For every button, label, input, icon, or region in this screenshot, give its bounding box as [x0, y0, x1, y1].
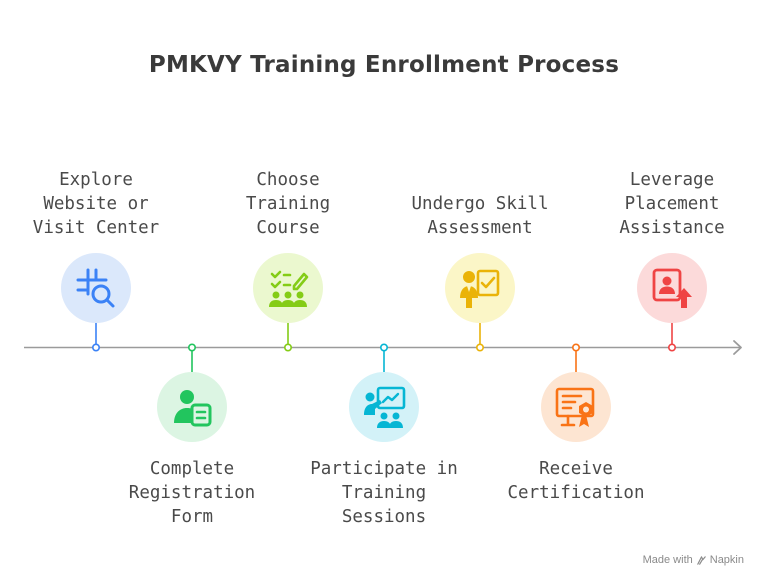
step-5-dot [475, 343, 484, 352]
napkin-logo-icon [696, 555, 706, 565]
step-2-label: Complete Registration Form [128, 459, 256, 527]
step-3-circle [253, 253, 323, 323]
step-6-dot [571, 343, 580, 352]
step-5-label: Undergo Skill Assessment [411, 194, 549, 238]
assessment-icon [460, 269, 500, 308]
step-1-dot [92, 343, 101, 352]
profile-upload-icon [652, 268, 692, 308]
step-7-label: Leverage Placement Assistance [619, 170, 725, 238]
presentation-icon [364, 386, 406, 428]
step-4-dot [379, 343, 388, 352]
certificate-icon [555, 387, 595, 427]
step-2-circle [157, 372, 227, 442]
step-6-circle [541, 372, 611, 442]
page-title: PMKVY Training Enrollment Process [148, 52, 620, 78]
timeline-arrowhead [733, 340, 742, 355]
user-form-icon [174, 390, 212, 427]
step-5-circle [445, 253, 515, 323]
step-1-label: Explore Website or Visit Center [32, 170, 160, 238]
step-2-dot [188, 343, 197, 352]
step-4-circle [349, 372, 419, 442]
step-3-label: Choose Training Course [245, 170, 331, 238]
step-4-label: Participate in Training Sessions [310, 459, 458, 527]
step-6-label: Receive Certification [507, 459, 645, 503]
map-search-icon [76, 268, 115, 308]
step-3-dot [283, 343, 292, 352]
footer: Made with Napkin [643, 554, 744, 566]
step-7-dot [667, 343, 676, 352]
step-1-circle [61, 253, 131, 323]
footer-prefix: Made with [642, 554, 693, 566]
step-7-circle [637, 253, 707, 323]
checklist-group-icon [269, 270, 309, 307]
footer-brand[interactable]: Napkin [709, 554, 744, 566]
